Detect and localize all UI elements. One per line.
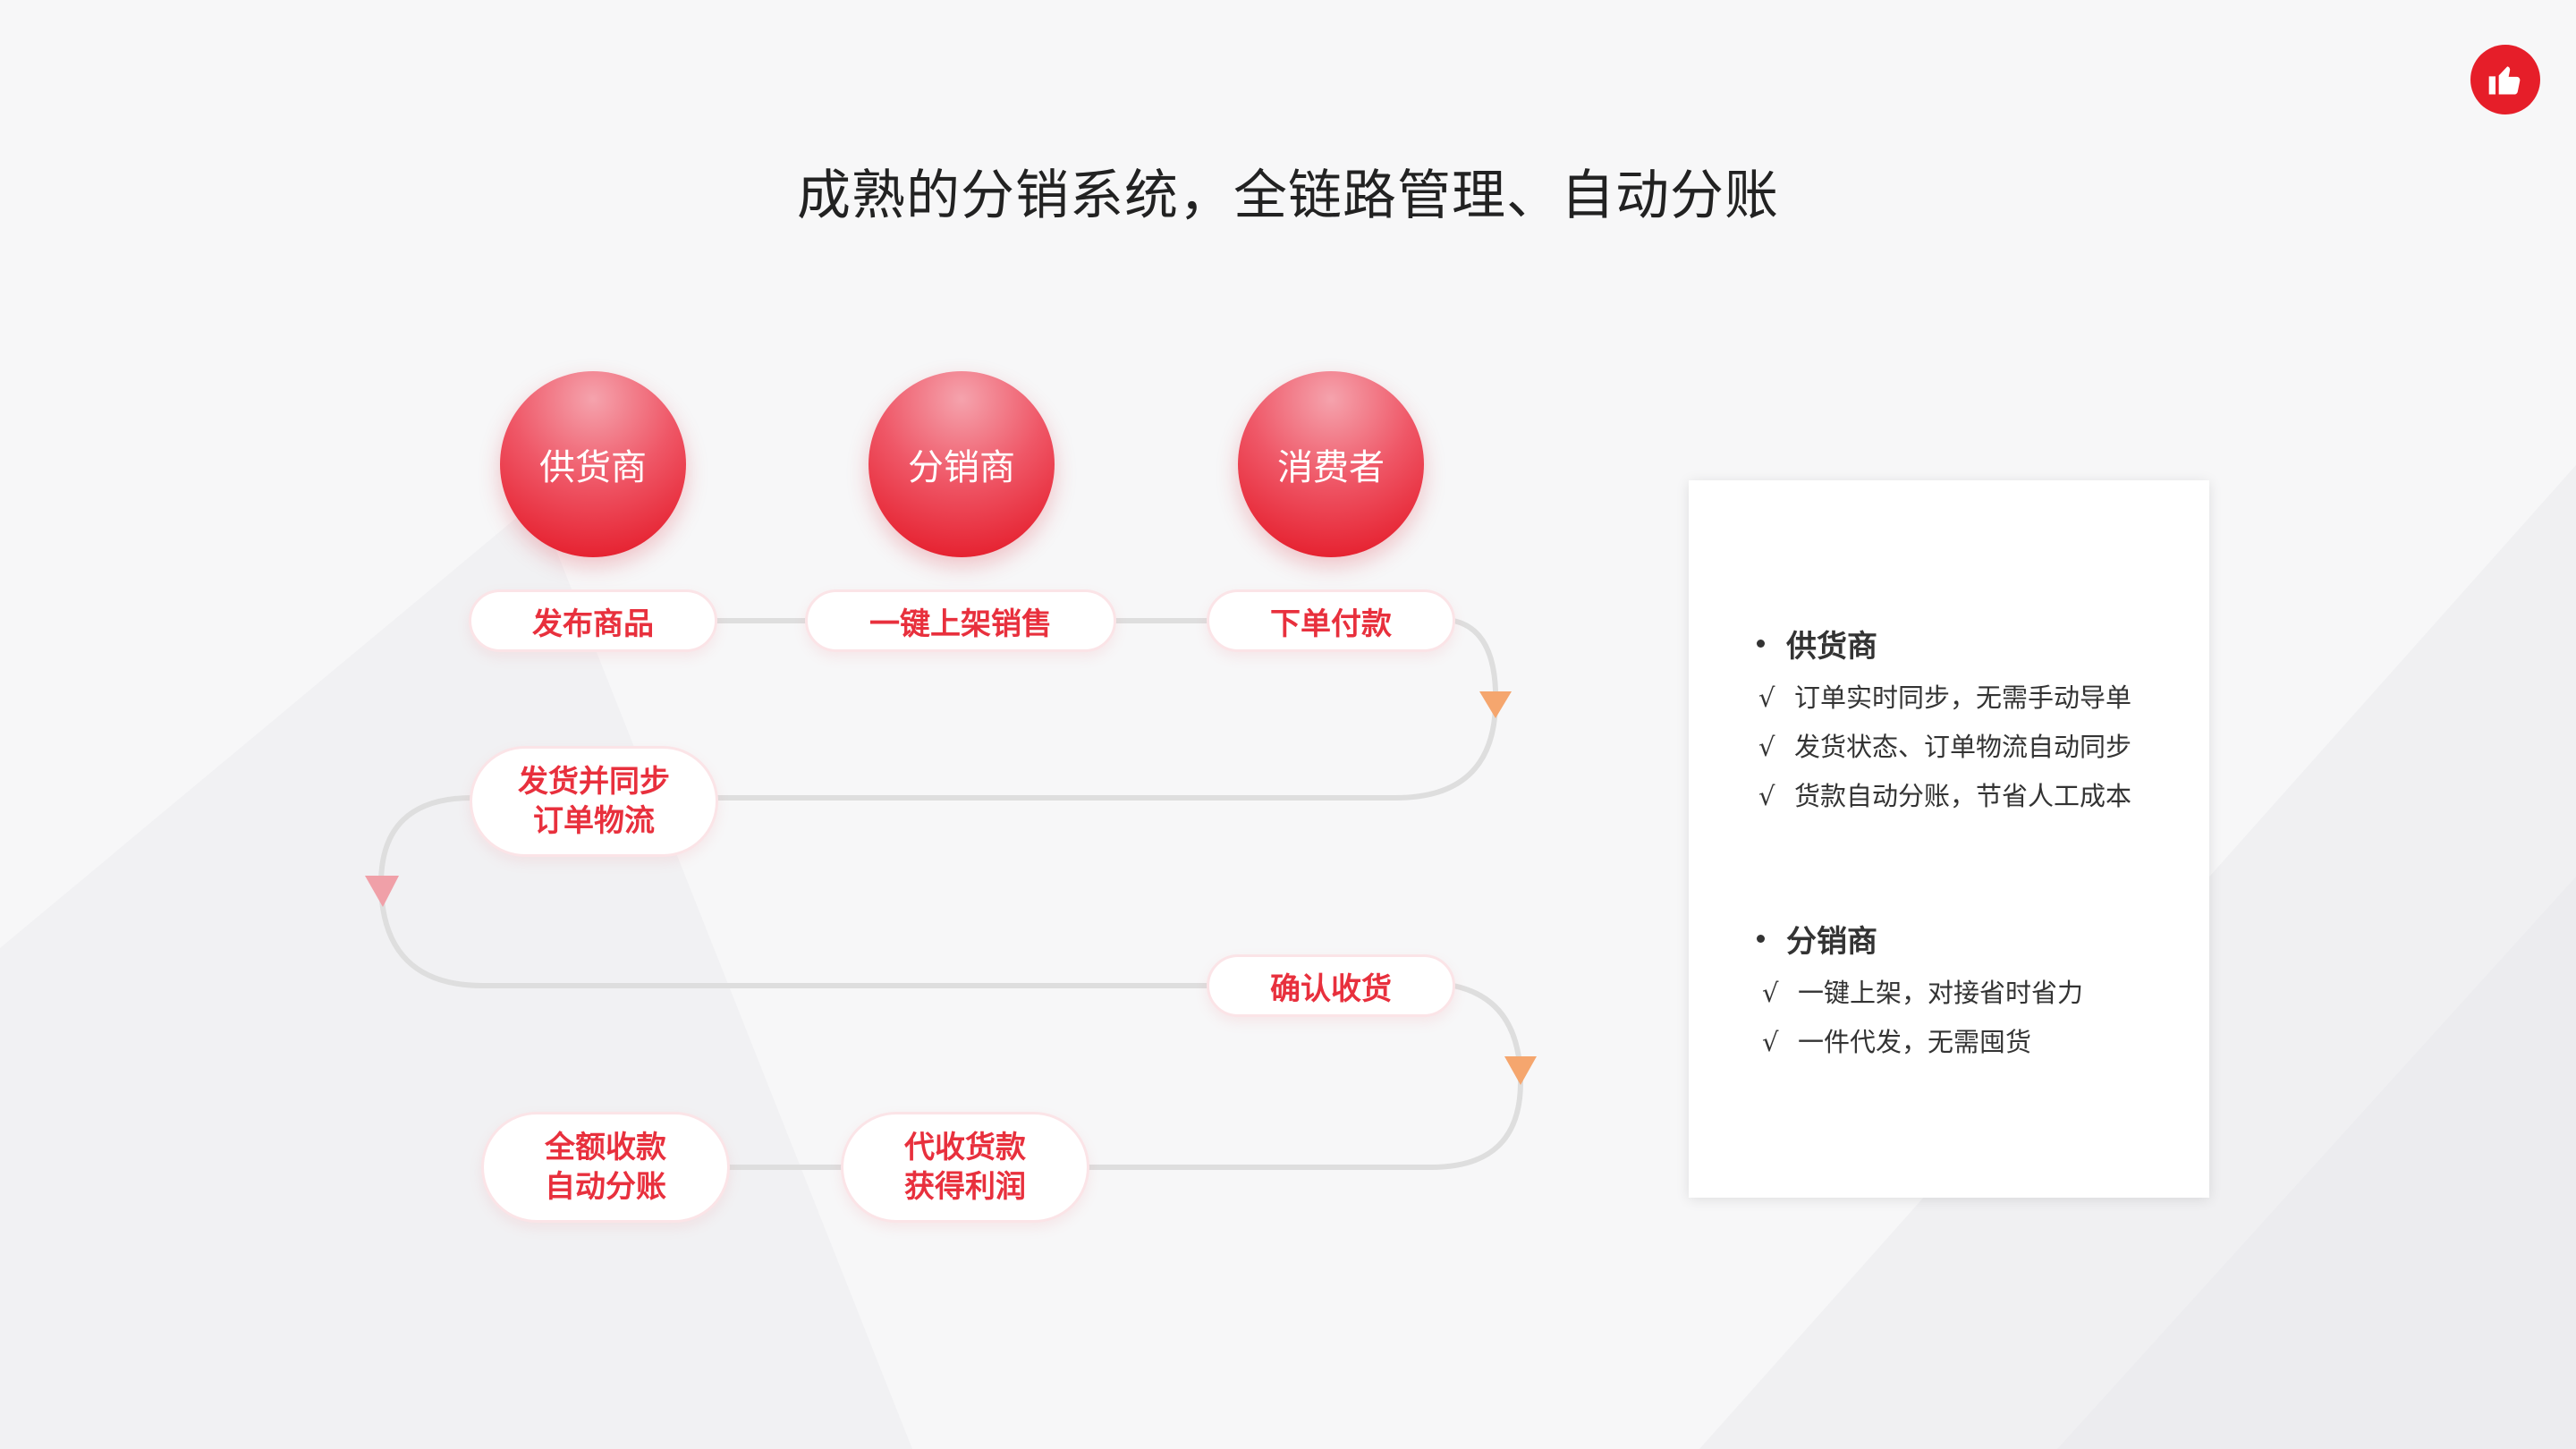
step-collect: 代收货款 获得利润 [841, 1112, 1089, 1223]
arrow-down-icon [1504, 1056, 1537, 1085]
distributor-feature: √ 一键上架，对接省时省力 [1762, 972, 2083, 1010]
distributor-heading: 分销商 [1757, 917, 1877, 961]
step-settle-line2: 自动分账 [545, 1169, 666, 1205]
arrow-down-icon [365, 876, 399, 907]
check-icon: √ [1762, 1027, 1779, 1057]
role-supplier: 供货商 [500, 371, 686, 557]
step-collect-line2: 获得利润 [904, 1169, 1026, 1205]
step-settle: 全额收款 自动分账 [481, 1112, 730, 1223]
step-ship-line1: 发货并同步 [518, 764, 670, 800]
check-icon: √ [1758, 732, 1775, 762]
check-icon: √ [1758, 781, 1775, 811]
thumbs-up-icon [2470, 45, 2540, 114]
check-icon: √ [1758, 682, 1775, 713]
step-order: 下单付款 [1207, 589, 1455, 652]
page-title: 成熟的分销系统，全链路管理、自动分账 [797, 165, 1779, 227]
feature-card: 供货商 √ 订单实时同步，无需手动导单 √ 发货状态、订单物流自动同步 √ 货款自动分… [1689, 480, 2209, 1198]
distributor-feature: √ 一件代发，无需囤货 [1762, 1021, 2031, 1059]
bullet-icon [1757, 935, 1765, 943]
supplier-feature-text: 订单实时同步，无需手动导单 [1794, 682, 2132, 713]
distributor-heading-text: 分销商 [1786, 924, 1877, 960]
arrow-down-icon [1479, 691, 1512, 718]
step-collect-line1: 代收货款 [904, 1130, 1026, 1165]
distributor-feature-text: 一键上架，对接省时省力 [1798, 978, 2084, 1008]
step-publish: 发布商品 [469, 589, 717, 652]
supplier-feature: √ 订单实时同步，无需手动导单 [1758, 677, 2131, 715]
step-confirm: 确认收货 [1207, 954, 1455, 1017]
supplier-feature: √ 货款自动分账，节省人工成本 [1758, 775, 2131, 813]
check-icon: √ [1762, 978, 1779, 1008]
supplier-feature-text: 货款自动分账，节省人工成本 [1794, 781, 2132, 811]
role-distributor: 分销商 [869, 371, 1055, 557]
distributor-feature-text: 一件代发，无需囤货 [1798, 1027, 2032, 1057]
supplier-heading-text: 供货商 [1786, 629, 1877, 665]
role-consumer: 消费者 [1238, 371, 1424, 557]
step-settle-line1: 全额收款 [545, 1130, 666, 1165]
step-ship: 发货并同步 订单物流 [470, 746, 718, 857]
supplier-feature-text: 发货状态、订单物流自动同步 [1794, 732, 2132, 762]
supplier-heading: 供货商 [1757, 622, 1877, 665]
step-list: 一键上架销售 [805, 589, 1116, 652]
supplier-feature: √ 发货状态、订单物流自动同步 [1758, 726, 2131, 764]
step-ship-line2: 订单物流 [533, 803, 655, 839]
bullet-icon [1757, 640, 1765, 648]
